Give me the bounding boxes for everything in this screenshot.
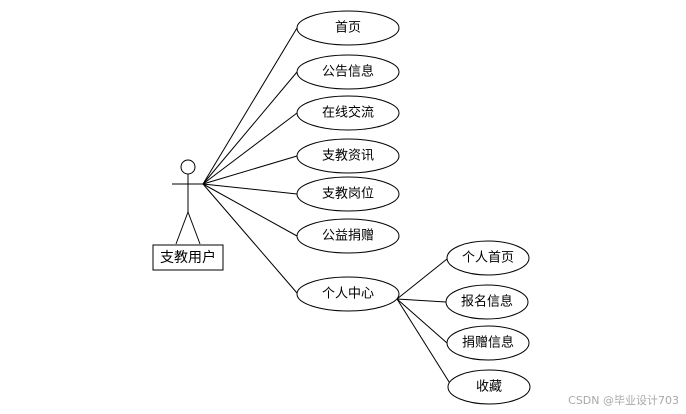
assoc-signup <box>396 298 447 303</box>
assoc-posts <box>202 183 298 195</box>
actor-label: 支教用户 <box>160 249 216 266</box>
assoc-donation <box>396 298 448 344</box>
actor-label-box <box>152 244 224 271</box>
use-case-label: 收藏 <box>476 380 502 395</box>
use-case-notice: 公告信息 <box>296 54 400 90</box>
actor-associations <box>202 27 298 294</box>
assoc-favorites <box>396 298 452 386</box>
use-case-ellipse <box>296 218 400 254</box>
use-case-online: 在线交流 <box>296 95 400 131</box>
sub-case-signup: 报名信息 <box>445 284 529 320</box>
use-case-label: 首页 <box>335 21 361 36</box>
watermark: CSDN @毕业设计703 <box>568 394 679 407</box>
use-case-home: 首页 <box>296 10 400 46</box>
actor-left-leg <box>175 211 189 245</box>
use-case-ellipse <box>296 54 400 90</box>
assoc-donate <box>202 183 298 237</box>
assoc-profile <box>396 258 448 300</box>
use-case-ellipse <box>296 138 400 174</box>
use-case-ellipse <box>296 10 400 46</box>
assoc-home <box>202 27 298 185</box>
assoc-notice <box>202 71 298 185</box>
use-case-center: 个人中心 <box>296 276 400 312</box>
actor-right-leg <box>187 211 201 245</box>
assoc-center <box>202 183 298 294</box>
use-case-ellipse <box>296 176 400 212</box>
use-case-ellipse <box>296 95 400 131</box>
actor-figure: 支教用户 <box>152 159 224 271</box>
sub-case-profile: 个人首页 <box>446 240 530 276</box>
sub-case-favorites: 收藏 <box>447 369 531 405</box>
use-case-ellipse <box>446 240 530 276</box>
use-case-ellipse <box>445 284 529 320</box>
center-associations <box>396 258 452 386</box>
use-case-label: 公益捐赠 <box>322 229 374 244</box>
use-case-donate: 公益捐赠 <box>296 218 400 254</box>
use-case-label: 报名信息 <box>461 294 513 310</box>
use-case-label: 捐赠信息 <box>462 335 514 351</box>
use-case-label: 个人首页 <box>462 251 514 266</box>
actor-head <box>180 159 196 175</box>
use-case-ellipse <box>447 369 531 405</box>
use-case-ellipse <box>446 325 530 361</box>
use-case-posts: 支教岗位 <box>296 176 400 212</box>
use-case-ellipse <box>296 276 400 312</box>
use-case-label: 公告信息 <box>322 64 374 80</box>
use-case-label: 个人中心 <box>322 287 374 302</box>
use-case-news: 支教资讯 <box>296 138 400 174</box>
assoc-online <box>202 112 298 185</box>
use-case-label: 支教岗位 <box>322 186 374 202</box>
use-case-label: 支教资讯 <box>322 148 374 164</box>
assoc-news <box>202 155 298 185</box>
sub-case-donation: 捐赠信息 <box>446 325 530 361</box>
use-case-label: 在线交流 <box>322 105 374 121</box>
